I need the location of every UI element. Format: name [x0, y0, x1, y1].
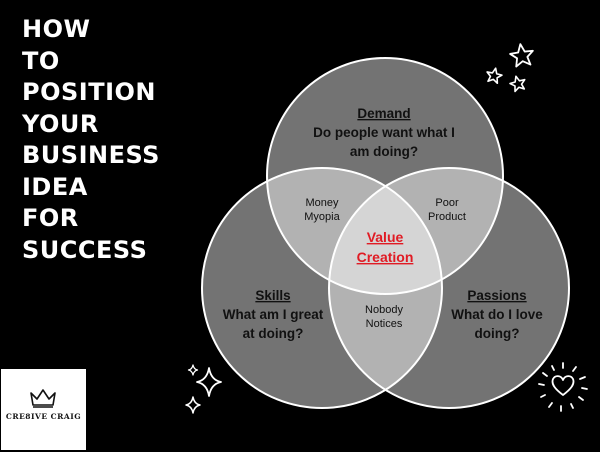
star-icon: [509, 75, 526, 93]
title-line: SUCCESS: [22, 235, 148, 264]
money-myopia-line2: Myopia: [304, 211, 340, 223]
crown-icon: [30, 389, 56, 408]
sparkle-icon: [187, 364, 199, 376]
sparkle-icon: [185, 396, 201, 414]
passions-circle: [328, 167, 570, 409]
heart-icon: [538, 362, 588, 412]
skills-question-line2: at doing?: [243, 326, 304, 341]
nobody-notices-line1: Nobody: [365, 304, 403, 316]
demand-question-line1: Do people want what I: [313, 125, 455, 140]
title-line: YOUR: [22, 109, 99, 138]
page-title: HOW TO POSITION YOUR BUSINESS IDEA FOR S…: [22, 14, 202, 266]
skills-circle: [201, 167, 443, 409]
title-line: FOR: [22, 204, 79, 232]
title-line: IDEA: [22, 172, 88, 201]
star-icon: [486, 67, 503, 85]
poor-product-line2: Product: [428, 211, 466, 223]
poor-product-line1: Poor: [435, 197, 459, 209]
value-creation-line2: Creation: [357, 249, 414, 265]
demand-question-line2: am doing?: [350, 144, 418, 159]
passions-question-line2: doing?: [475, 326, 520, 341]
value-creation-line1: Value: [367, 229, 404, 245]
star-icon: [509, 43, 534, 68]
title-line: TO: [22, 46, 60, 75]
money-myopia-line1: Money: [305, 197, 339, 209]
passions-question-line1: What do I love: [451, 307, 543, 322]
passions-heading: Passions: [467, 288, 526, 303]
nobody-notices-line2: Notices: [366, 318, 403, 330]
skills-heading: Skills: [255, 288, 290, 303]
demand-circle: [266, 57, 504, 295]
title-line: POSITION: [22, 78, 156, 106]
skills-question-line1: What am I great: [223, 307, 324, 322]
logo-text: CRE8IVE CRAIG: [5, 412, 82, 421]
title-line: HOW: [22, 15, 91, 43]
sparkle-icon: [196, 367, 222, 397]
demand-heading: Demand: [357, 106, 410, 121]
title-line: BUSINESS: [22, 141, 160, 169]
logo: CRE8IVE CRAIG: [1, 369, 86, 450]
